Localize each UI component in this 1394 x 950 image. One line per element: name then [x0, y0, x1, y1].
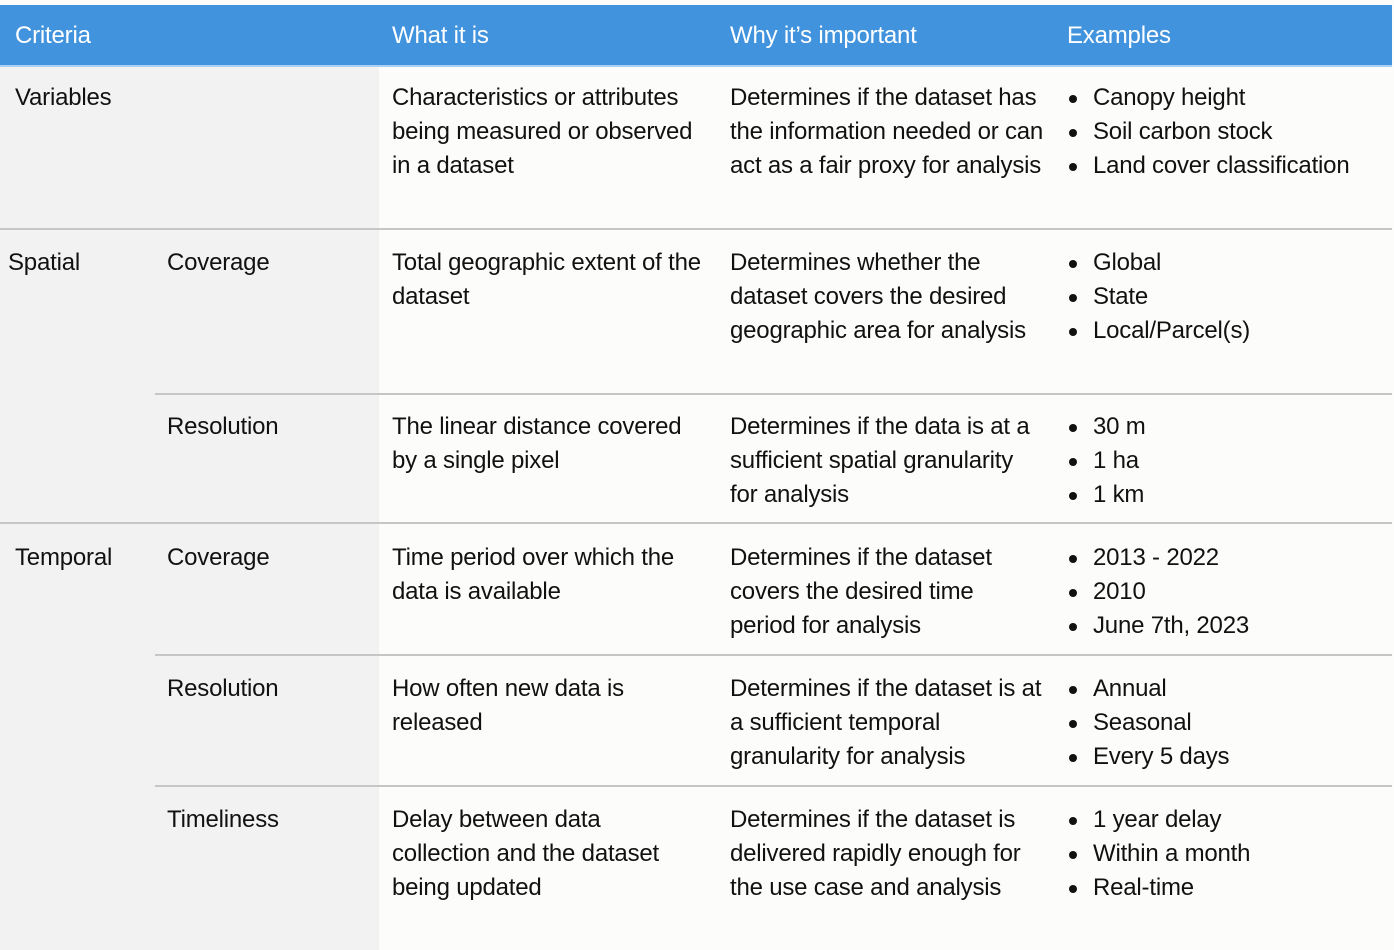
group-temporal: Temporal [15, 544, 113, 571]
criteria-column-bg [0, 67, 379, 950]
header-criteria: Criteria [15, 22, 91, 49]
why-cell: Determines whether the dataset covers th… [730, 249, 1026, 344]
example-item: June 7th, 2023 [1067, 609, 1367, 643]
examples-list: 30 m 1 ha 1 km [1067, 410, 1367, 512]
why-cell: Determines if the dataset is at a suffic… [730, 675, 1042, 770]
examples-list: 1 year delay Within a month Real-time [1067, 803, 1367, 905]
header-why-important: Why it’s important [730, 22, 917, 49]
divider [155, 393, 1392, 395]
example-item: 2013 - 2022 [1067, 541, 1367, 575]
example-item: Seasonal [1067, 706, 1367, 740]
examples-list: Canopy height Soil carbon stock Land cov… [1067, 81, 1367, 183]
what-cell: Characteristics or attributes being meas… [392, 84, 693, 179]
example-item: Global [1067, 246, 1367, 280]
why-cell: Determines if the dataset is delivered r… [730, 806, 1021, 901]
example-item: Local/Parcel(s) [1067, 314, 1367, 348]
why-cell: Determines if the dataset covers the des… [730, 544, 992, 639]
example-item: Soil carbon stock [1067, 115, 1367, 149]
divider [155, 654, 1392, 656]
divider [0, 522, 1392, 524]
divider [0, 228, 1392, 230]
sub-criteria: Coverage [167, 544, 270, 571]
example-item: 2010 [1067, 575, 1367, 609]
why-cell: Determines if the dataset has the inform… [730, 84, 1044, 179]
header-examples: Examples [1067, 22, 1171, 49]
divider [155, 785, 1392, 787]
example-item: 1 ha [1067, 444, 1367, 478]
examples-list: Annual Seasonal Every 5 days [1067, 672, 1367, 774]
example-item: Every 5 days [1067, 740, 1367, 774]
what-cell: Time period over which the data is avail… [392, 544, 675, 605]
example-item: 30 m [1067, 410, 1367, 444]
example-item: 1 year delay [1067, 803, 1367, 837]
sub-criteria: Resolution [167, 675, 279, 702]
example-item: 1 km [1067, 478, 1367, 512]
header-what-it-is: What it is [392, 22, 489, 49]
what-cell: How often new data is released [392, 675, 624, 736]
what-cell: Delay between data collection and the da… [392, 806, 659, 901]
example-item: Canopy height [1067, 81, 1367, 115]
why-cell: Determines if the data is at a sufficien… [730, 413, 1030, 508]
example-item: Annual [1067, 672, 1367, 706]
what-cell: The linear distance covered by a single … [392, 413, 682, 474]
sub-criteria: Resolution [167, 413, 279, 440]
example-item: Land cover classification [1067, 149, 1367, 183]
group-variables: Variables [15, 84, 112, 111]
examples-list: 2013 - 2022 2010 June 7th, 2023 [1067, 541, 1367, 643]
table-header: Criteria What it is Why it’s important E… [0, 5, 1392, 67]
sub-criteria: Coverage [167, 249, 270, 276]
sub-criteria: Timeliness [167, 806, 279, 833]
example-item: State [1067, 280, 1367, 314]
what-cell: Total geographic extent of the dataset [392, 249, 701, 310]
group-spatial: Spatial [8, 249, 80, 276]
example-item: Real-time [1067, 871, 1367, 905]
example-item: Within a month [1067, 837, 1367, 871]
examples-list: Global State Local/Parcel(s) [1067, 246, 1367, 348]
